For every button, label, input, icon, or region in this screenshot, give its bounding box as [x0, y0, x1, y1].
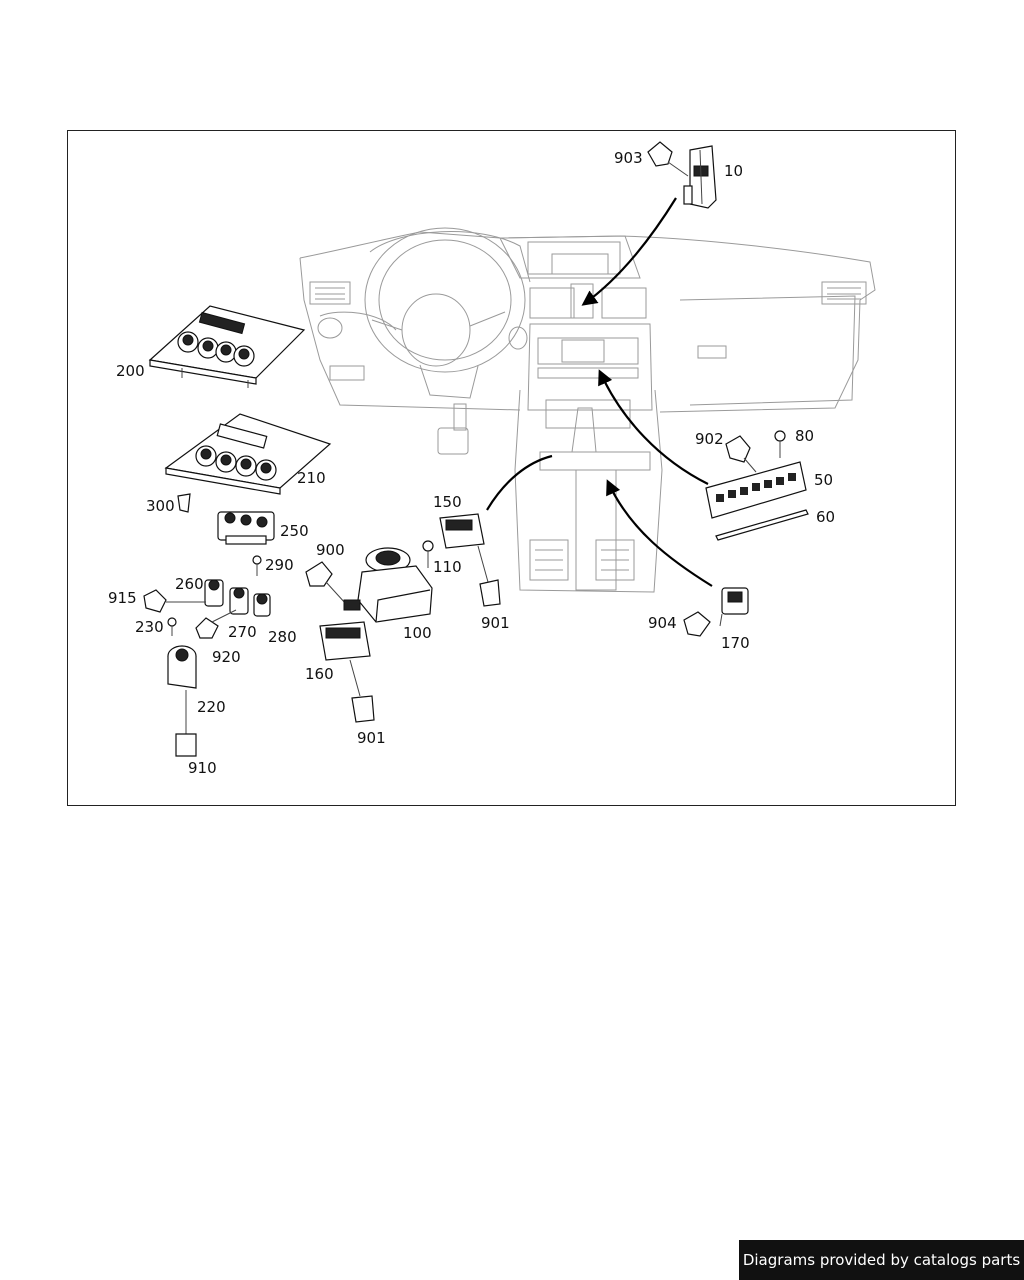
label-230: 230	[135, 618, 164, 636]
connector-901-top	[479, 579, 501, 607]
label-901-bottom: 901	[357, 729, 386, 747]
part-260-switch	[204, 579, 224, 607]
connector-915	[143, 589, 167, 613]
arrow-170	[606, 479, 713, 587]
part-270-switch	[229, 587, 249, 615]
connector-903	[647, 141, 673, 167]
clip-300	[177, 493, 191, 513]
label-902: 902	[695, 430, 724, 448]
screw-230	[167, 617, 177, 636]
connector-902	[725, 435, 751, 463]
label-904: 904	[648, 614, 677, 632]
label-901-top: 901	[481, 614, 510, 632]
label-100: 100	[403, 624, 432, 642]
credit-badge: Diagrams provided by catalogs parts	[739, 1240, 1024, 1280]
label-150: 150	[433, 493, 462, 511]
part-250-switch-block	[217, 511, 275, 545]
label-300: 300	[146, 497, 175, 515]
part-100-controller	[343, 547, 433, 623]
label-160: 160	[305, 665, 334, 683]
connector-901-bottom	[351, 695, 375, 723]
label-910: 910	[188, 759, 217, 777]
label-220: 220	[197, 698, 226, 716]
part-50-switch-panel	[705, 461, 807, 519]
label-170: 170	[721, 634, 750, 652]
part-160-switch	[319, 621, 371, 697]
diagram-frame	[67, 130, 956, 806]
label-920: 920	[212, 648, 241, 666]
arrow-10	[581, 197, 677, 306]
arrow-50	[598, 369, 709, 485]
arrow-150	[486, 454, 553, 511]
label-60: 60	[816, 508, 835, 526]
connector-904	[683, 611, 711, 637]
label-110: 110	[433, 558, 462, 576]
label-210: 210	[297, 469, 326, 487]
label-200: 200	[116, 362, 145, 380]
trim-60	[715, 509, 809, 541]
part-220-switch	[167, 645, 197, 734]
label-80: 80	[795, 427, 814, 445]
label-250: 250	[280, 522, 309, 540]
part-150-switch	[439, 513, 489, 583]
label-10: 10	[724, 162, 743, 180]
label-290: 290	[265, 556, 294, 574]
connector-920	[195, 617, 219, 639]
connector-910	[175, 733, 197, 757]
connector-900	[305, 561, 333, 587]
label-915: 915	[108, 589, 137, 607]
pointer-arrows	[486, 197, 713, 587]
callout-labels: 903 10 902 80 50 60 200 210 300 250 290 …	[108, 149, 835, 777]
screw-110	[422, 540, 434, 568]
label-260: 260	[175, 575, 204, 593]
part-280-switch	[253, 593, 271, 617]
screw-80	[774, 430, 786, 458]
label-50: 50	[814, 471, 833, 489]
part-170-switch	[719, 587, 749, 627]
dashboard-illustration	[299, 227, 876, 593]
label-280: 280	[268, 628, 297, 646]
part-210-panel	[164, 413, 332, 495]
label-270: 270	[228, 623, 257, 641]
label-903: 903	[614, 149, 643, 167]
screw-290	[252, 555, 262, 576]
part-10-switch	[683, 145, 717, 209]
label-900: 900	[316, 541, 345, 559]
part-200-panel	[148, 305, 306, 388]
